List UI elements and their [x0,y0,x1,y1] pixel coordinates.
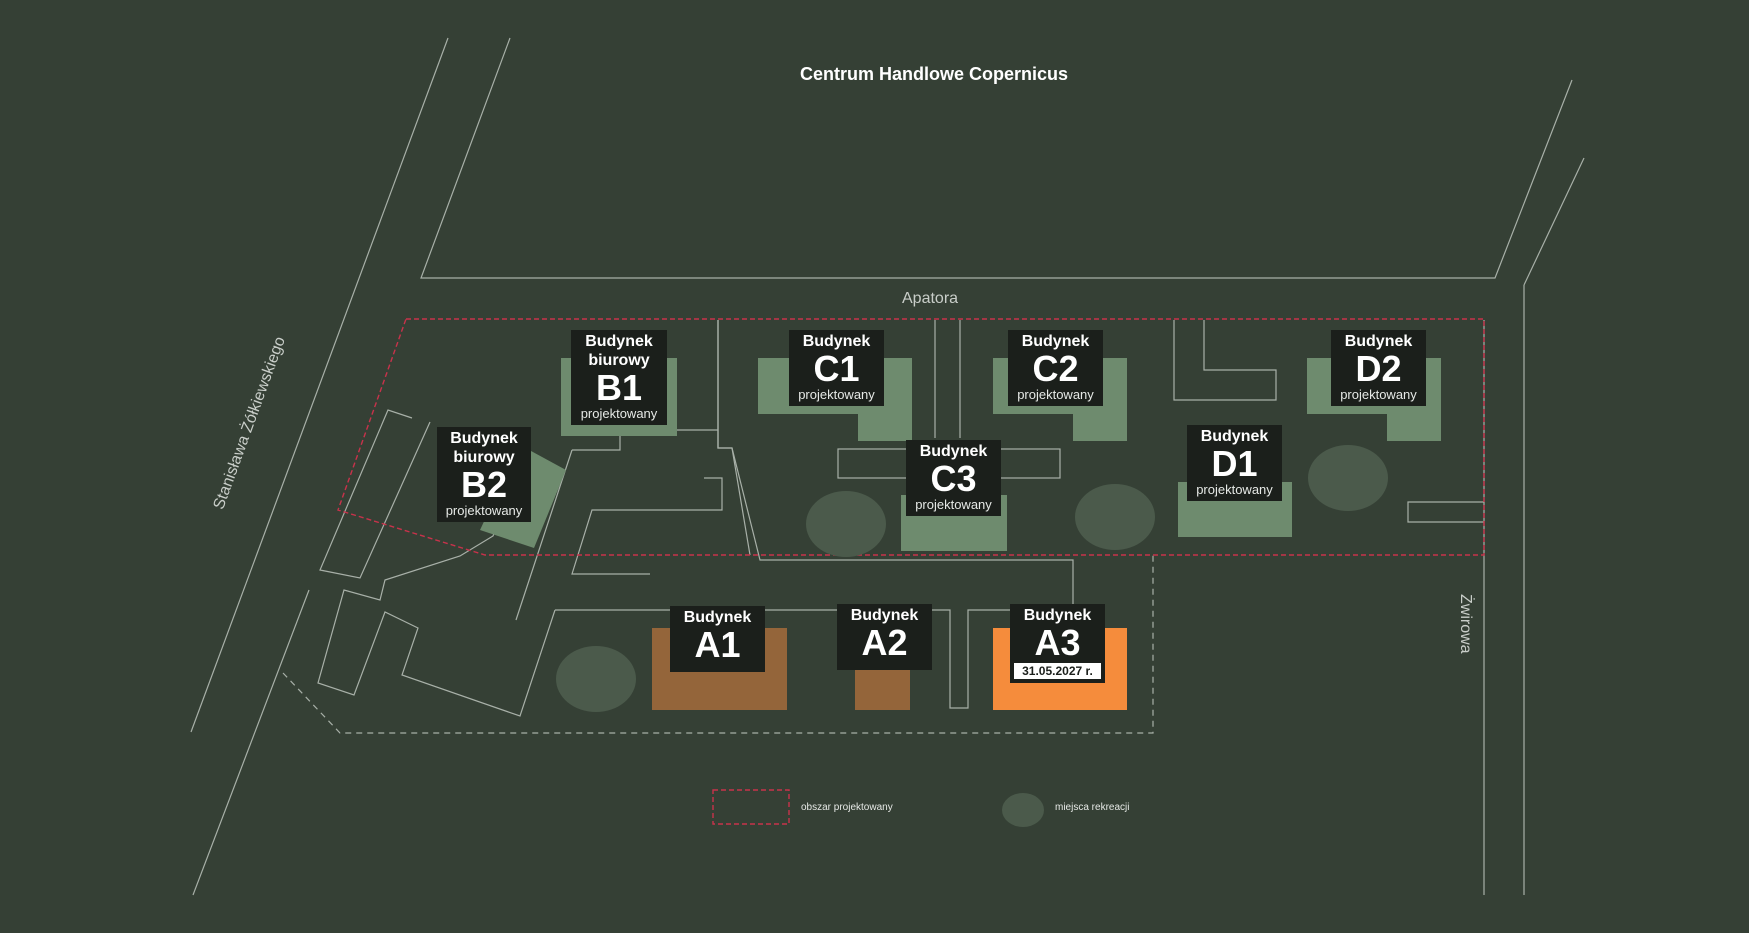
legend-planned-area-label: obszar projektowany [801,802,893,813]
building-b2-type: Budynek [450,430,518,447]
street-label-apatora: Apatora [902,290,959,307]
building-c2-type: Budynek [1021,333,1090,350]
building-label-b1[interactable]: Budynek biurowy B1 projektowany [571,330,667,425]
building-c3-type: Budynek [919,443,988,460]
building-c1-code: C1 [813,348,860,389]
building-label-c2[interactable]: Budynek C2 projektowany [1008,330,1103,406]
building-label-c1[interactable]: Budynek C1 projektowany [789,330,884,406]
building-d1-status: projektowany [1196,482,1273,497]
building-b1-code: B1 [595,367,643,408]
map-title: Centrum Handlowe Copernicus [799,64,1069,84]
legend-recreation-swatch [1002,793,1044,827]
building-label-a2[interactable]: Budynek A2 [837,604,932,670]
footprint-a2 [855,665,910,710]
building-c2-code: C2 [1032,348,1079,389]
building-a2-code: A2 [861,622,908,663]
building-c3-code: C3 [930,458,977,499]
recreation-areas [556,445,1388,712]
building-a3-date: 31.05.2027 r. [1014,663,1101,679]
building-a3-code: A3 [1034,622,1081,663]
recreation-area [806,491,886,557]
building-a1-type: Budynek [683,609,752,626]
building-b1-status: projektowany [580,406,658,421]
building-d1-code: D1 [1211,443,1258,484]
building-a3-type: Budynek [1023,607,1092,624]
building-b2-code: B2 [460,464,508,505]
building-a2-type: Budynek [850,607,919,624]
building-d2-status: projektowany [1340,387,1417,402]
planned-area-border [337,318,1485,556]
building-c1-type: Budynek [802,333,871,350]
building-label-a3[interactable]: Budynek A3 31.05.2027 r. [1010,604,1105,683]
building-label-d2[interactable]: Budynek D2 projektowany [1331,330,1426,406]
building-d1-type: Budynek [1200,428,1269,445]
building-b1-type: Budynek [585,333,653,350]
building-label-b2[interactable]: Budynek biurowy B2 projektowany [437,427,531,522]
building-d2-code: D2 [1355,348,1402,389]
building-b2-status: projektowany [445,503,523,518]
building-b1-type-line2: biurowy [588,352,650,369]
recreation-area [1075,484,1155,550]
building-c1-status: projektowany [798,387,875,402]
building-label-a1[interactable]: Budynek A1 [670,606,765,672]
building-c2-status: projektowany [1017,387,1094,402]
building-d2-type: Budynek [1344,333,1413,350]
building-a1-code: A1 [694,624,741,665]
building-label-d1[interactable]: Budynek D1 projektowany [1187,425,1282,501]
building-b2-type-line2: biurowy [453,449,515,466]
street-label-zwirowa: Żwirowa [1457,594,1474,654]
legend-planned-area-swatch [712,789,790,825]
building-label-c3[interactable]: Budynek C3 projektowany [906,440,1001,516]
recreation-area [1308,445,1388,511]
recreation-area [556,646,636,712]
building-c3-status: projektowany [915,497,992,512]
legend-recreation-label: miejsca rekreacji [1055,802,1130,813]
